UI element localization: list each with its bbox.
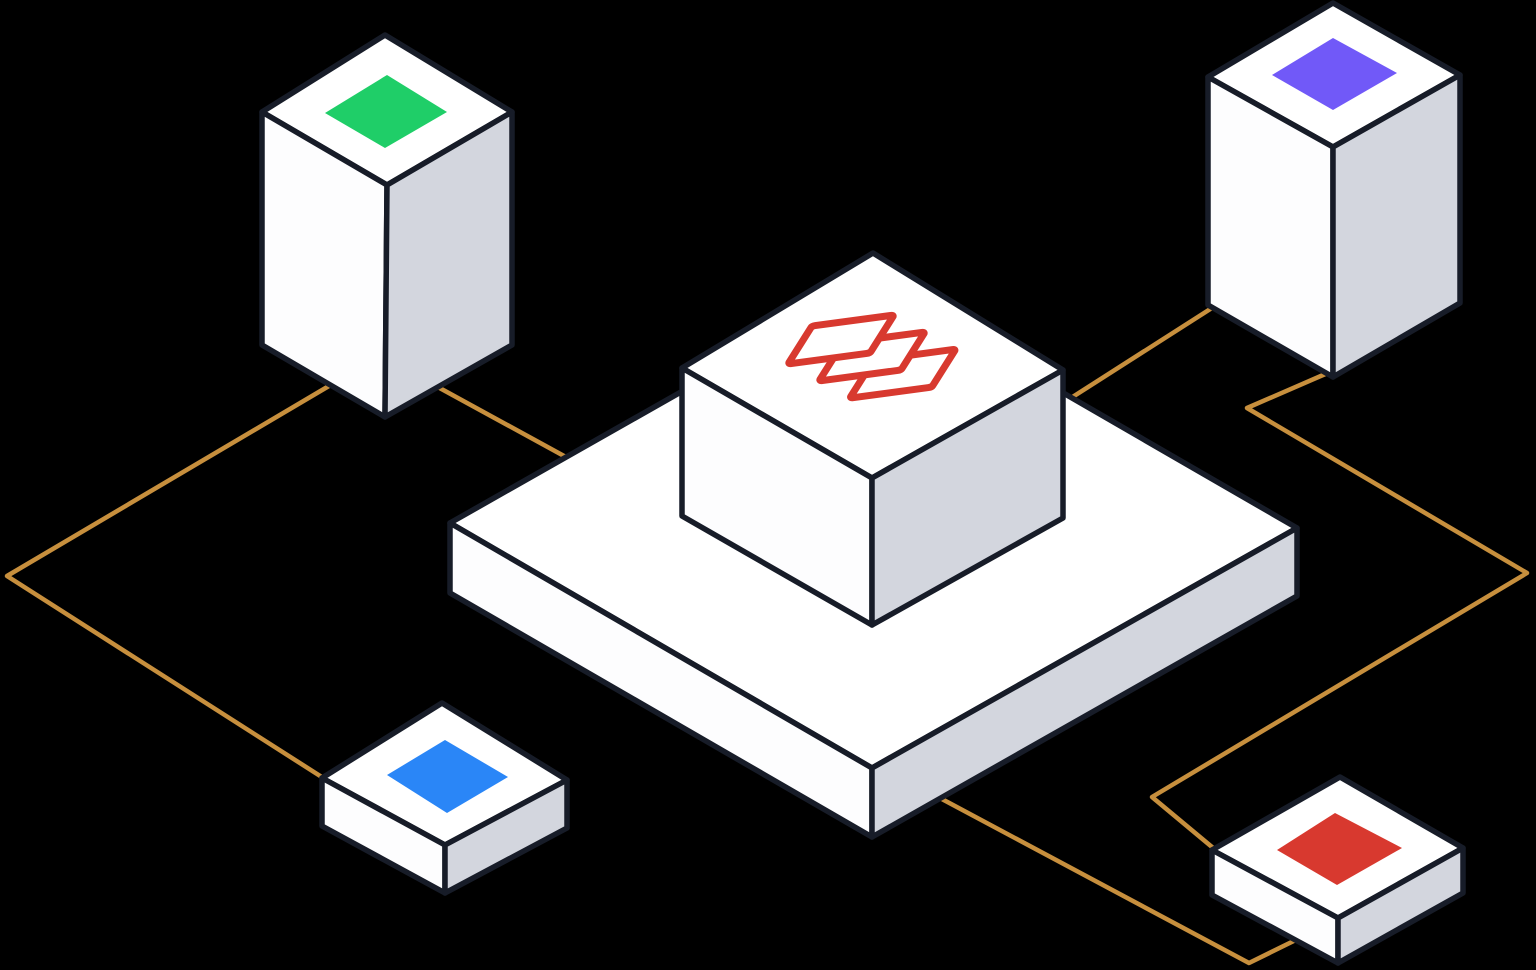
node-green-accent-diamond xyxy=(325,75,447,148)
connector-lines xyxy=(4,304,1530,966)
node-purple-accent-diamond xyxy=(1272,38,1397,110)
connector-green-node-to-blue-node xyxy=(4,381,336,783)
connector-platform-to-red-node xyxy=(938,796,1311,966)
node-green xyxy=(259,32,515,420)
stacked-layers-logo xyxy=(759,303,985,411)
node-blue-accent-diamond xyxy=(387,740,508,813)
hub-cube xyxy=(682,253,1066,628)
node-red xyxy=(1209,774,1466,966)
connector-purple-node-to-red-node xyxy=(1149,369,1530,854)
node-red-accent-diamond xyxy=(1277,813,1402,885)
connector-green-node-to-platform xyxy=(434,384,577,464)
node-blue xyxy=(319,700,570,896)
node-red-right-side-face xyxy=(1335,845,1466,966)
node-green-right-side-face xyxy=(382,109,515,420)
node-blue-right-side-face xyxy=(442,777,570,896)
platform-slab-right-side-face xyxy=(869,525,1300,840)
node-purple-right-side-face xyxy=(1330,72,1463,380)
hub-cube-right-side-face xyxy=(869,367,1066,628)
connector-purple-node-to-platform xyxy=(1058,304,1217,407)
node-purple xyxy=(1205,0,1463,380)
stacked-layers-logo-sheet-3 xyxy=(788,315,894,364)
